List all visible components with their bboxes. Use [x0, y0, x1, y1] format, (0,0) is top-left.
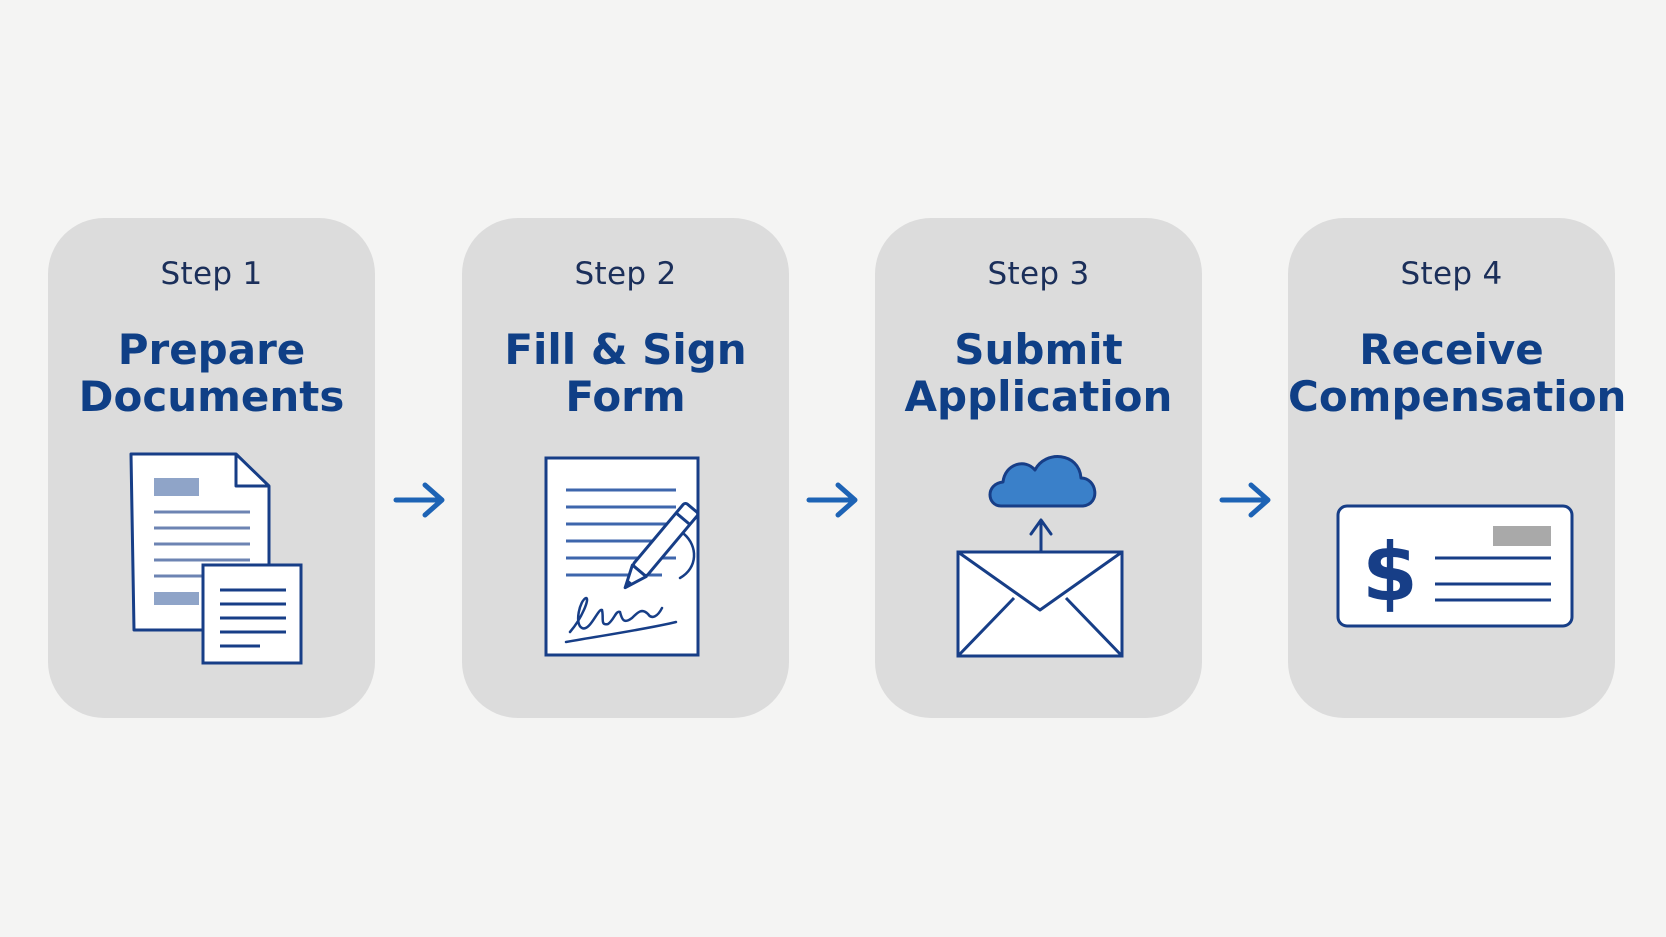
step-title: Prepare Documents — [78, 325, 345, 421]
step-label: Step 4 — [1400, 256, 1503, 292]
step-title: Fill & Sign Form — [504, 325, 747, 421]
svg-text:$: $ — [1362, 526, 1418, 619]
step-card-4: Step 4 Receive Compensation $ — [1288, 218, 1627, 718]
step-title: Submit Application — [904, 325, 1173, 421]
step-title: Receive Compensation — [1288, 325, 1627, 421]
cloud-upload-envelope-icon — [875, 448, 1202, 688]
arrow-right-icon — [1218, 480, 1274, 520]
step-card-2: Step 2 Fill & Sign Form — [462, 218, 789, 718]
step-label: Step 3 — [987, 256, 1090, 292]
signed-form-icon — [462, 448, 789, 688]
check-payment-icon: $ — [1288, 448, 1615, 688]
step-card-3: Step 3 Submit Application — [875, 218, 1202, 718]
step-label: Step 1 — [160, 256, 263, 292]
arrow-right-icon — [805, 480, 861, 520]
step-label: Step 2 — [574, 256, 677, 292]
documents-icon — [48, 448, 375, 688]
arrow-right-icon — [392, 480, 448, 520]
step-card-1: Step 1 Prepare Documents — [48, 218, 375, 718]
